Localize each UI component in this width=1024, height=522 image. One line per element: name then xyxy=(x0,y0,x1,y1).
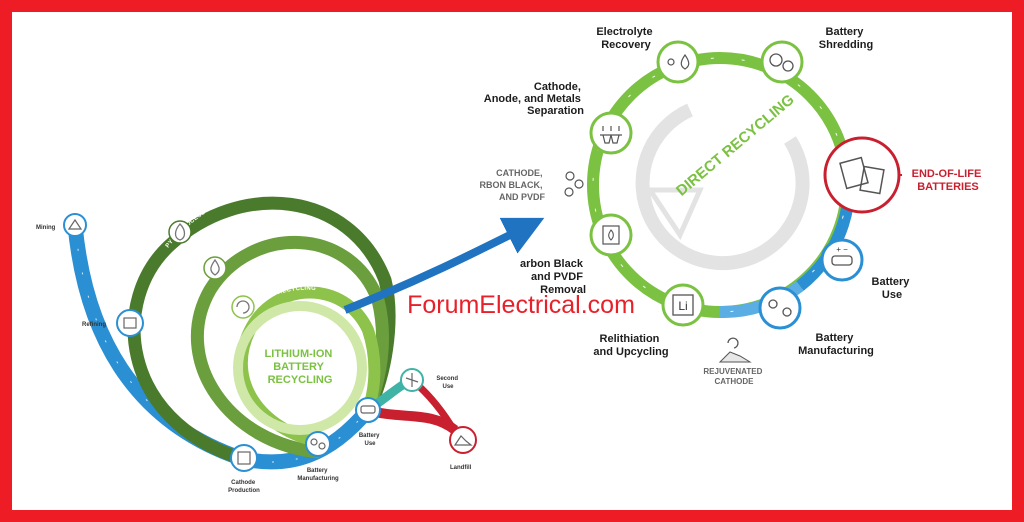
separation-label: Cathode, Anode, and Metals Separation xyxy=(484,81,585,117)
hydro-arc xyxy=(190,235,389,459)
landfill-node xyxy=(449,426,477,454)
cathode-note: CATHODE, RBON BLACK, AND PVDF xyxy=(479,168,545,202)
li-symbol: Li xyxy=(678,299,687,313)
left-lifecycle-diagram: PYRO PROCESS RECYCLING HYDRO PROCESS REC… xyxy=(36,191,477,494)
landfill-label: Landfill xyxy=(450,465,472,471)
separation-node xyxy=(589,111,633,155)
carbon-black-node xyxy=(589,213,633,257)
battery-manufacturing-node xyxy=(305,431,331,457)
battery-use-label-right: Battery Use xyxy=(872,276,913,301)
cathode-production-label: Cathode Production xyxy=(228,480,260,494)
mining-label: Mining xyxy=(36,225,56,231)
relithiation-label: Relithiation and Upcycling xyxy=(593,333,668,358)
watermark: ForumElectrical.com xyxy=(407,291,635,319)
electrolyte-label: Electrolyte Recovery xyxy=(596,26,655,51)
rejuvenated-cathode-icon xyxy=(718,337,752,363)
connector-arrow xyxy=(343,217,545,314)
shredding-label: Battery Shredding xyxy=(819,26,873,51)
flame-icon xyxy=(168,220,192,244)
battery-use-node-right: + − xyxy=(820,238,864,282)
pyro-arc xyxy=(127,196,396,465)
relithiation-node: Li xyxy=(661,283,705,327)
svg-text:+ −: + − xyxy=(836,245,848,254)
mining-node xyxy=(63,213,87,237)
electrolyte-node xyxy=(656,40,700,84)
manufacturing-node xyxy=(758,286,802,330)
manufacturing-label: Battery Manufacturing xyxy=(798,332,874,357)
center-cycle-arrow xyxy=(635,103,810,271)
center-label: LITHIUM-ION BATTERY RECYCLING xyxy=(265,348,336,386)
second-use-label: Second Use xyxy=(436,376,459,390)
shredding-node xyxy=(760,40,804,84)
center-title: DIRECT RECYCLING xyxy=(673,91,798,199)
cycle-arrows-icon xyxy=(231,295,255,319)
battery-manufacturing-label: Battery Manufacturing xyxy=(297,468,339,482)
direct-recycling-cycle: DIRECT RECYCLING Electrolyte Recovery Ba… xyxy=(479,26,985,386)
battery-use-node xyxy=(355,397,381,423)
battery-use-label: Battery Use xyxy=(359,433,381,447)
carbon-black-label: arbon Black and PVDF Removal xyxy=(520,258,586,296)
refining-label: Refining xyxy=(82,322,106,328)
cathode-production-node xyxy=(230,444,258,472)
inner-light-ring xyxy=(233,301,367,435)
refining-node xyxy=(116,309,144,337)
second-use-node xyxy=(400,368,424,392)
particles-icon xyxy=(564,171,584,197)
end-of-life-label: END-OF-LIFE BATTERIES xyxy=(912,168,985,193)
end-of-life-node xyxy=(823,136,901,214)
droplet-icon xyxy=(203,256,227,280)
rejuvenated-label: REJUVENATED CATHODE xyxy=(703,367,764,386)
